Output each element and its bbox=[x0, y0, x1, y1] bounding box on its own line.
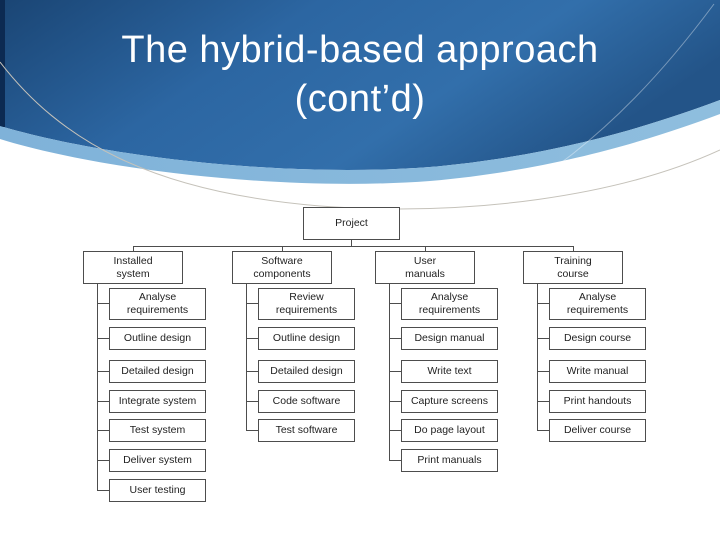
connector-task-tick bbox=[97, 430, 109, 431]
header-dark-blue-shape bbox=[0, 0, 720, 170]
connector-task-tick bbox=[97, 371, 109, 372]
connector-branch-spine bbox=[97, 284, 98, 491]
wbs-task-box: Detailed design bbox=[109, 360, 206, 383]
connector-branch-stub bbox=[573, 246, 574, 251]
connector-horizontal-rail bbox=[133, 246, 574, 247]
wbs-branch-box: Training course bbox=[523, 251, 623, 284]
connector-task-tick bbox=[389, 303, 401, 304]
wbs-task-box: Capture screens bbox=[401, 390, 498, 413]
wbs-task-box: Print manuals bbox=[401, 449, 498, 472]
connector-root-stem bbox=[351, 240, 352, 246]
connector-task-tick bbox=[246, 303, 258, 304]
header-light-band-shape bbox=[0, 100, 720, 184]
wbs-branch-box: User manuals bbox=[375, 251, 475, 284]
header-left-edge-strip bbox=[0, 0, 5, 127]
connector-task-tick bbox=[389, 338, 401, 339]
wbs-task-box: Detailed design bbox=[258, 360, 355, 383]
wbs-task-box: Print handouts bbox=[549, 390, 646, 413]
wbs-task-box: Analyse requirements bbox=[549, 288, 646, 320]
connector-task-tick bbox=[246, 338, 258, 339]
wbs-branch-box: Software components bbox=[232, 251, 332, 284]
connector-task-tick bbox=[537, 338, 549, 339]
connector-branch-stub bbox=[282, 246, 283, 251]
wbs-task-box: User testing bbox=[109, 479, 206, 502]
connector-task-tick bbox=[389, 430, 401, 431]
connector-task-tick bbox=[97, 460, 109, 461]
wbs-task-box: Write manual bbox=[549, 360, 646, 383]
connector-task-tick bbox=[389, 460, 401, 461]
wbs-task-box: Do page layout bbox=[401, 419, 498, 442]
connector-task-tick bbox=[246, 401, 258, 402]
connector-task-tick bbox=[537, 401, 549, 402]
wbs-task-box: Design course bbox=[549, 327, 646, 350]
wbs-task-box: Outline design bbox=[109, 327, 206, 350]
connector-branch-stub bbox=[133, 246, 134, 251]
wbs-task-box: Integrate system bbox=[109, 390, 206, 413]
wbs-task-box: Review requirements bbox=[258, 288, 355, 320]
connector-branch-spine bbox=[537, 284, 538, 431]
wbs-root-box: Project bbox=[303, 207, 400, 240]
wbs-task-box: Test software bbox=[258, 419, 355, 442]
header-swoosh-graphic bbox=[0, 0, 720, 210]
wbs-task-box: Deliver system bbox=[109, 449, 206, 472]
slide-title-line-1: The hybrid-based approach bbox=[121, 29, 599, 71]
connector-task-tick bbox=[246, 371, 258, 372]
header-accent-curve-left bbox=[0, 61, 720, 210]
connector-task-tick bbox=[97, 490, 109, 491]
wbs-task-box: Analyse requirements bbox=[401, 288, 498, 320]
connector-task-tick bbox=[537, 303, 549, 304]
connector-task-tick bbox=[537, 371, 549, 372]
wbs-task-box: Outline design bbox=[258, 327, 355, 350]
slide-title-line-2: (cont’d) bbox=[294, 78, 426, 120]
wbs-task-box: Design manual bbox=[401, 327, 498, 350]
connector-branch-stub bbox=[425, 246, 426, 251]
header-accent-curve-right bbox=[539, 3, 715, 179]
wbs-task-box: Write text bbox=[401, 360, 498, 383]
connector-task-tick bbox=[389, 371, 401, 372]
connector-task-tick bbox=[97, 401, 109, 402]
wbs-task-box: Test system bbox=[109, 419, 206, 442]
connector-task-tick bbox=[246, 430, 258, 431]
connector-task-tick bbox=[97, 338, 109, 339]
slide-title: The hybrid-based approach (cont’d) bbox=[0, 26, 720, 124]
connector-task-tick bbox=[97, 303, 109, 304]
wbs-task-box: Analyse requirements bbox=[109, 288, 206, 320]
wbs-branch-box: Installed system bbox=[83, 251, 183, 284]
wbs-task-box: Deliver course bbox=[549, 419, 646, 442]
connector-branch-spine bbox=[246, 284, 247, 431]
connector-task-tick bbox=[389, 401, 401, 402]
wbs-task-box: Code software bbox=[258, 390, 355, 413]
connector-task-tick bbox=[537, 430, 549, 431]
connector-branch-spine bbox=[389, 284, 390, 461]
